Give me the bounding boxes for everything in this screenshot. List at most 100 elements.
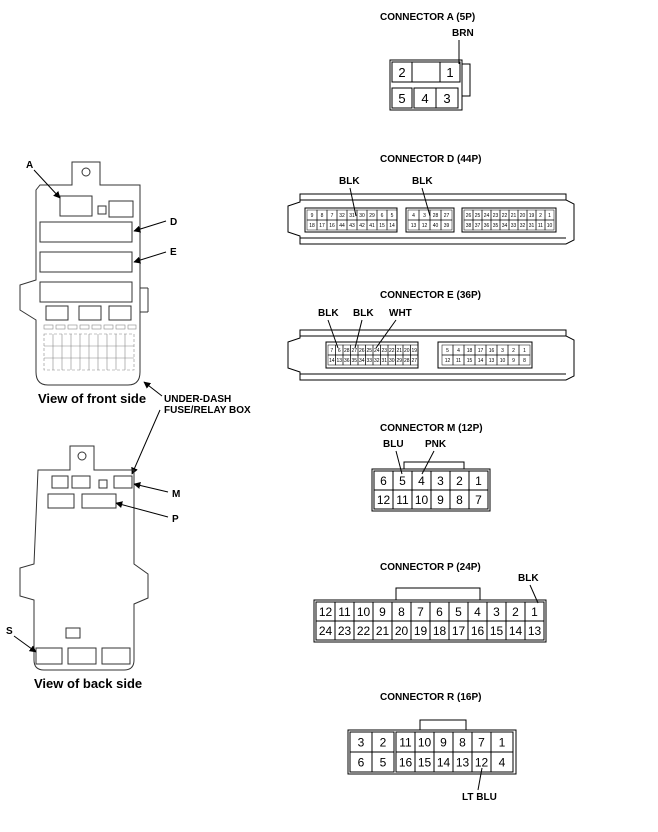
pin-label: 32 (520, 223, 526, 229)
pin-label: 9 (379, 605, 386, 619)
pin-label: 27 (351, 348, 357, 354)
pin-label: 28 (404, 358, 410, 364)
pin-label: 4 (421, 91, 428, 106)
pin-label: 11 (456, 358, 461, 364)
pin-label: 14 (509, 624, 523, 638)
pin-label: 7 (478, 735, 485, 749)
pin-label: 21 (511, 213, 517, 219)
pin-label: 21 (376, 624, 390, 638)
pin-label: 38 (466, 223, 472, 229)
connector-m-housing (371, 461, 491, 512)
connector-m-wire-2: PNK (425, 439, 447, 450)
pin-label: 25 (366, 348, 372, 354)
pin-label: 11 (399, 735, 412, 749)
pin-label: 43 (349, 223, 355, 229)
pin-label: 17 (319, 223, 325, 229)
pin-label: 19 (529, 213, 535, 219)
callout-a: A (26, 160, 33, 171)
pin-label: 17 (478, 348, 484, 354)
pin-label: 22 (502, 213, 508, 219)
pin-label: 35 (493, 223, 499, 229)
back-fuse-box (19, 445, 149, 671)
pin-label: 8 (321, 213, 324, 219)
pin-label: 23 (338, 624, 352, 638)
pin-label: 3 (501, 348, 504, 354)
pin-label: 12 (422, 223, 428, 229)
pin-label: 20 (395, 624, 409, 638)
pin-label: 9 (437, 493, 444, 507)
pin-label: 2 (380, 735, 387, 749)
callout-e-arrow (133, 251, 167, 264)
pin-label: 9 (440, 735, 447, 749)
connector-d-housing (287, 193, 575, 245)
callout-d: D (170, 217, 177, 228)
pin-label: 1 (523, 348, 526, 354)
pin-label: 23 (381, 348, 387, 354)
callout-p: P (172, 514, 179, 525)
connector-r-housing (347, 719, 517, 775)
connector-a-wire-label: BRN (452, 28, 474, 39)
connector-r-wire: LT BLU (462, 792, 497, 803)
pin-label: 9 (512, 358, 515, 364)
pin-label: 21 (396, 348, 402, 354)
pin-label: 5 (398, 91, 405, 106)
pin-label: 5 (391, 213, 394, 219)
pin-label: 17 (452, 624, 466, 638)
connector-d-wire-1: BLK (339, 176, 360, 187)
pin-label: 5 (399, 474, 406, 488)
pin-cell (468, 489, 489, 510)
pin-label: 4 (474, 605, 481, 619)
pin-cell (371, 751, 395, 773)
connector-e-wire-3: WHT (389, 308, 412, 319)
pin-label: 5 (446, 348, 449, 354)
pin-label: 31 (529, 223, 535, 229)
pin-label: 15 (467, 358, 473, 364)
pin-label: 12 (377, 493, 391, 507)
callout-e: E (170, 247, 177, 258)
connector-e-wire-1: BLK (318, 308, 339, 319)
callout-d-arrow (133, 220, 167, 233)
front-fuse-box (19, 161, 149, 386)
pin-label: 16 (399, 755, 413, 769)
pin-label: 6 (358, 755, 365, 769)
pin-label: 18 (309, 223, 315, 229)
pin-label: 7 (475, 493, 482, 507)
pin-label: 28 (344, 348, 350, 354)
connector-e-wire-2: BLK (353, 308, 374, 319)
pin-label: 27 (411, 358, 417, 364)
pin-label: 30 (389, 358, 395, 364)
pin-label: 26 (359, 348, 365, 354)
pin-label: 15 (490, 624, 504, 638)
pin-label: 3 (437, 474, 444, 488)
pin-label: 44 (339, 223, 345, 229)
callout-s-arrow (13, 635, 37, 653)
connector-r-title: CONNECTOR R (16P) (380, 692, 482, 703)
pin-label: 29 (396, 358, 402, 364)
connector-p-title: CONNECTOR P (24P) (380, 562, 481, 573)
box-label-line2: FUSE/RELAY BOX (164, 405, 251, 416)
pin-label: 12 (445, 358, 451, 364)
pin-label: 13 (528, 624, 542, 638)
connector-e-wire-line-2 (354, 319, 363, 349)
pin-label: 23 (493, 213, 499, 219)
pin-label: 24 (319, 624, 333, 638)
pin-label: 8 (456, 493, 463, 507)
pin-cell (386, 219, 398, 231)
connector-a-title: CONNECTOR A (5P) (380, 12, 475, 23)
front-side-caption: View of front side (38, 391, 146, 406)
pin-label: 36 (344, 358, 350, 364)
pin-label: 3 (358, 735, 365, 749)
pin-label: 2 (456, 474, 463, 488)
pin-label: 15 (418, 755, 432, 769)
pin-label: 14 (389, 223, 395, 229)
pin-label: 6 (380, 474, 387, 488)
connector-r-wire-line (477, 767, 483, 791)
pin-label: 13 (489, 358, 495, 364)
pin-label: 13 (411, 223, 417, 229)
pin-label: 7 (331, 213, 334, 219)
pin-label: 1 (475, 474, 482, 488)
pin-label: 1 (531, 605, 538, 619)
pin-label: 26 (466, 213, 472, 219)
pin-label: 13 (456, 755, 470, 769)
